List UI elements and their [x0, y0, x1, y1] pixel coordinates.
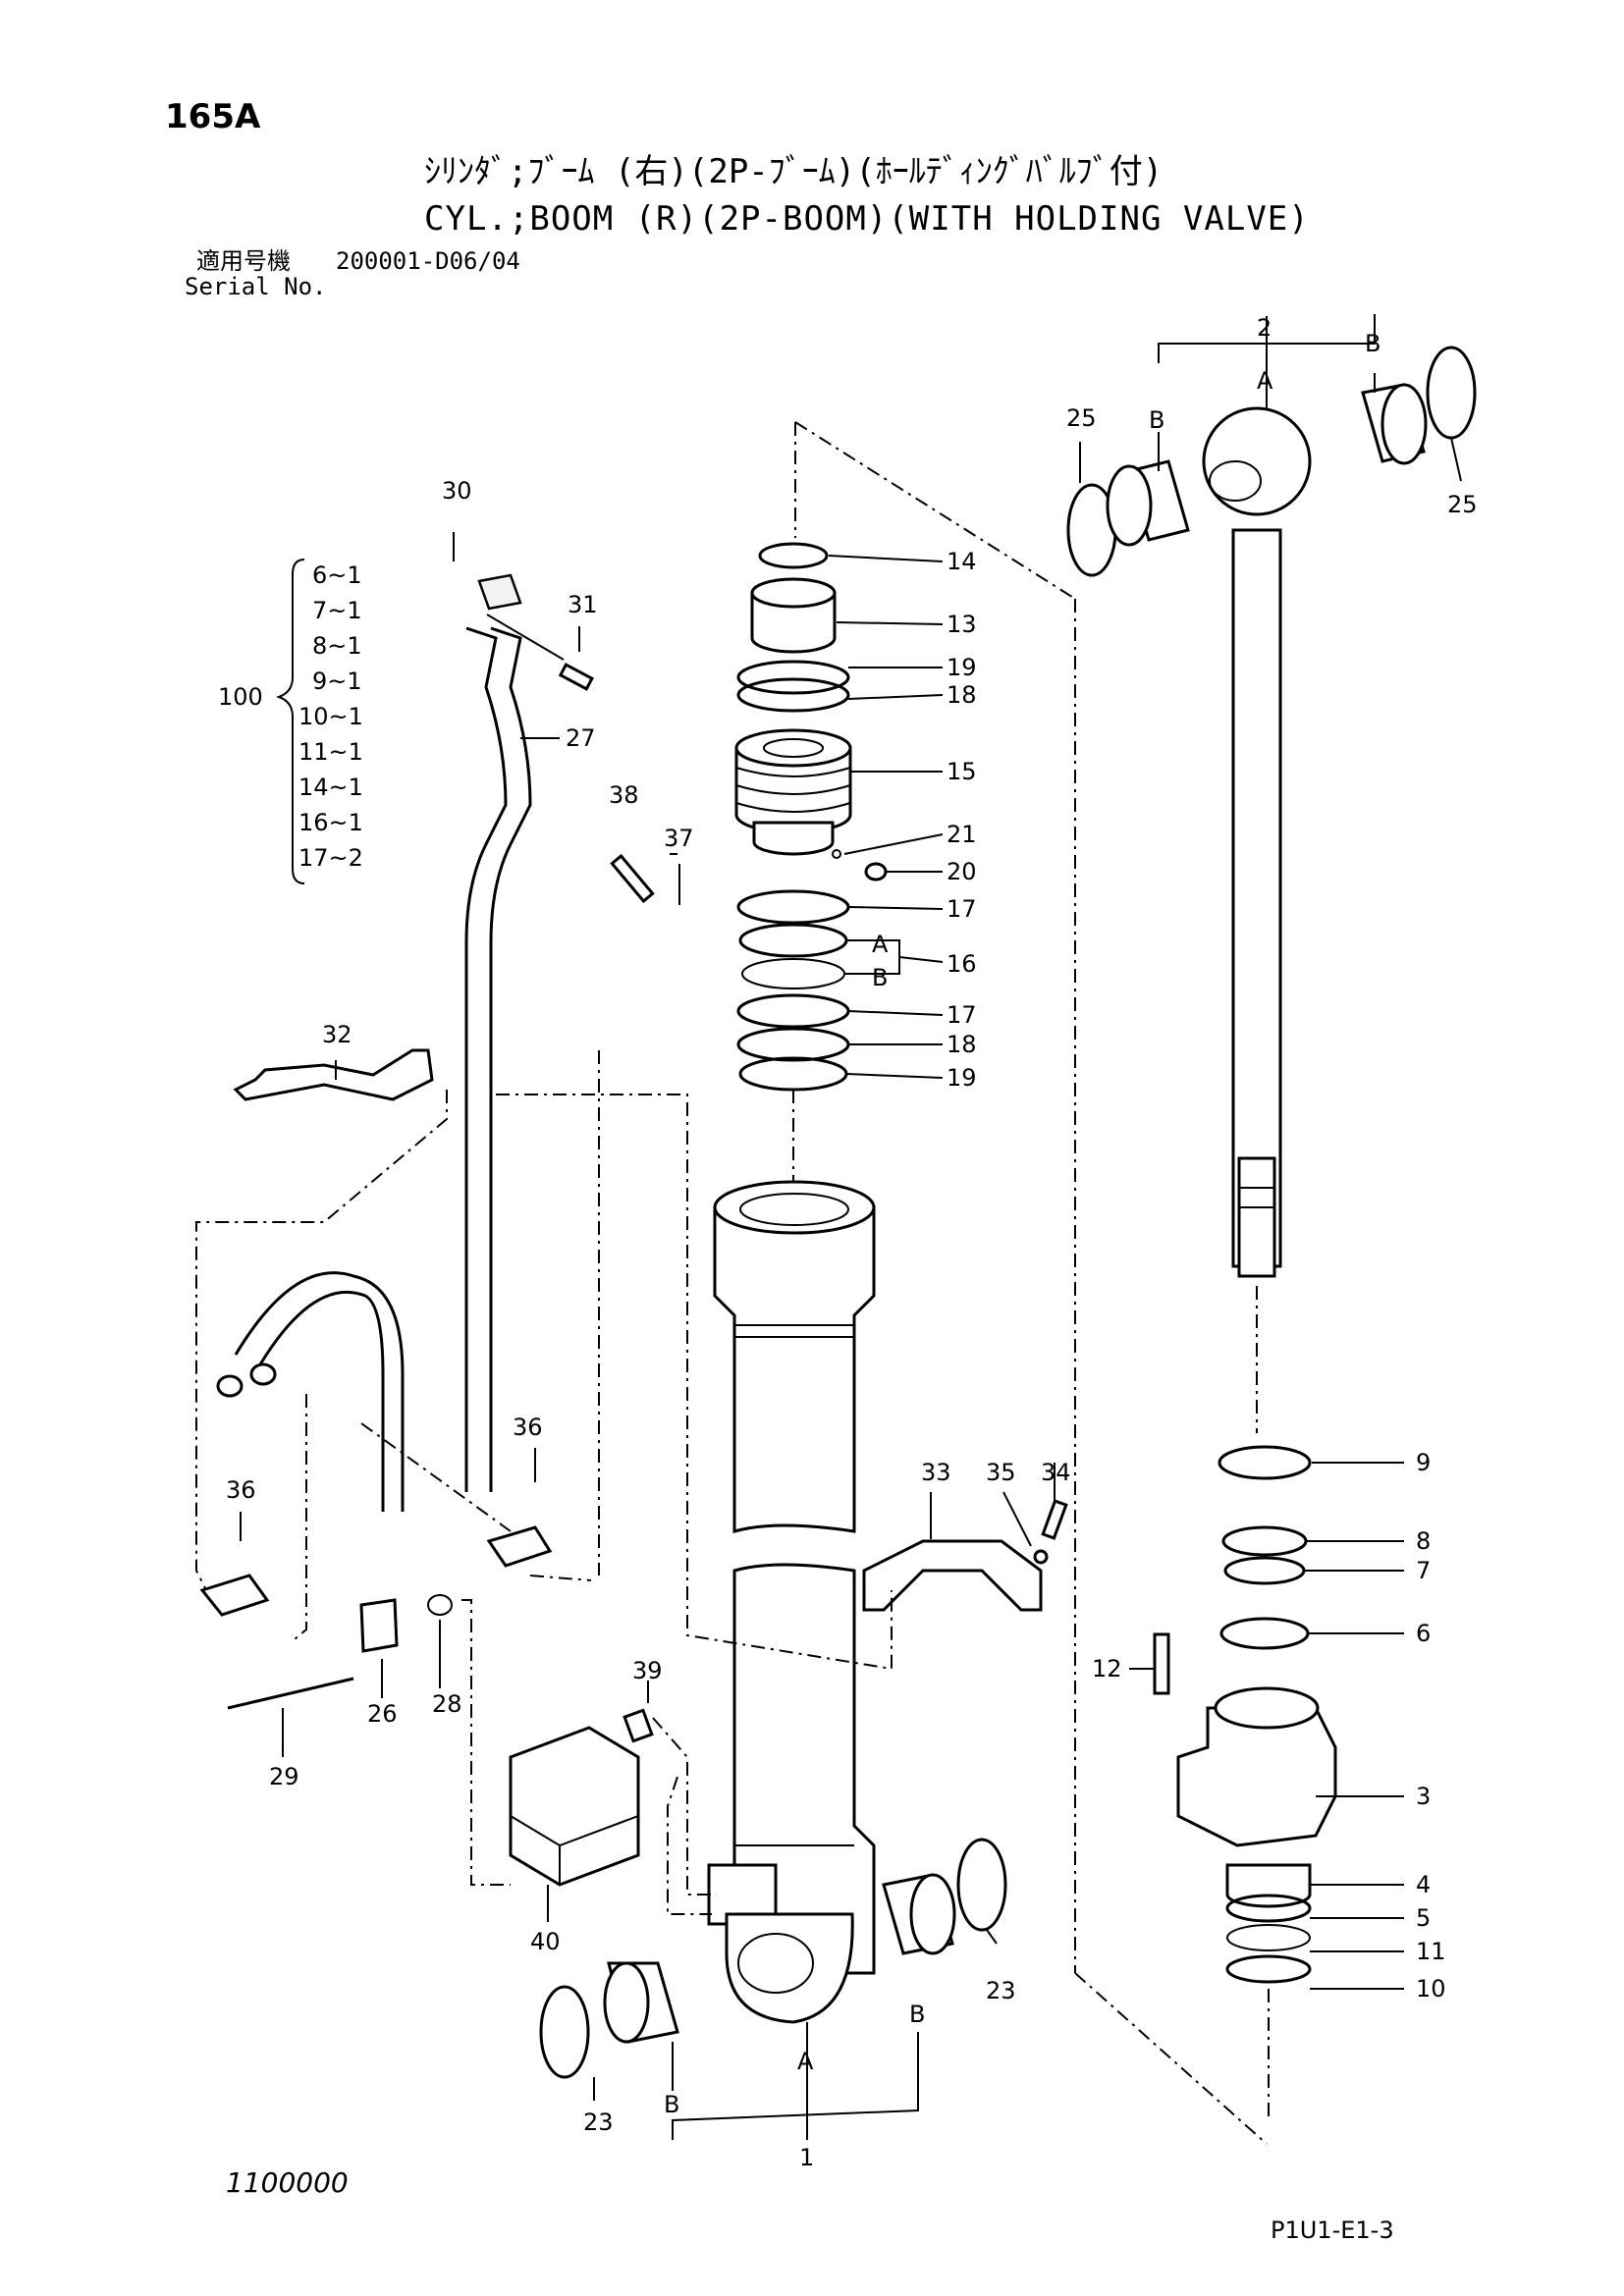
callout-30: 30	[442, 477, 472, 505]
callout-1-b-right: B	[909, 2001, 925, 2028]
callout-17: 17	[947, 1001, 977, 1029]
callout-36: 36	[513, 1414, 543, 1441]
callout-1-a: A	[797, 2048, 814, 2075]
leader-lines	[195, 314, 1462, 2145]
callout-33: 33	[921, 1459, 951, 1486]
callout-18: 18	[947, 681, 977, 709]
kit-number: 100	[218, 683, 263, 711]
callout-25: 25	[1447, 491, 1478, 518]
cylinder-tube	[707, 1180, 876, 2024]
piston-gland-stack	[734, 542, 888, 1217]
sheet-code: P1U1-E1-3	[1271, 2216, 1394, 2244]
callout-labels: 14 13 19 18 15 21 20 17 A B 16 17 18 19 …	[226, 314, 1478, 2171]
callout-19: 19	[947, 1064, 977, 1092]
callout-9: 9	[1416, 1449, 1431, 1476]
serial-label-japanese: 適用号機	[196, 247, 291, 275]
callout-32: 32	[322, 1021, 352, 1048]
callout-7: 7	[1416, 1557, 1431, 1584]
kit-item: 8~1	[312, 632, 362, 660]
serial-label-english: Serial No.	[185, 273, 327, 300]
callout-29: 29	[269, 1763, 299, 1790]
callout-38: 38	[609, 781, 639, 809]
kit-item: 11~1	[298, 738, 363, 766]
callout-12: 12	[1092, 1655, 1122, 1682]
callout-26: 26	[367, 1700, 398, 1728]
callout-27: 27	[566, 724, 596, 752]
callout-37: 37	[664, 825, 694, 852]
kit-item: 16~1	[298, 809, 363, 836]
callout-2-b-left: B	[1149, 406, 1164, 434]
callout-16: 16	[947, 950, 977, 978]
callout-1: 1	[799, 2144, 814, 2171]
callout-40: 40	[530, 1928, 561, 1955]
callout-11: 11	[1416, 1938, 1446, 1965]
callout-28: 28	[432, 1690, 462, 1718]
title-japanese: ｼﾘﾝﾀﾞ;ﾌﾞｰﾑ (右)(2P-ﾌﾞｰﾑ)(ﾎｰﾙﾃﾞｨﾝｸﾞﾊﾞﾙﾌﾞ付)	[424, 152, 1164, 191]
callout-2-b-right: B	[1365, 330, 1380, 357]
callout-1-b-left: B	[664, 2091, 679, 2118]
callout-19: 19	[947, 654, 977, 681]
callout-16-a: A	[872, 931, 889, 958]
callout-25: 25	[1066, 404, 1097, 432]
callout-17: 17	[947, 895, 977, 923]
callout-23: 23	[986, 1977, 1016, 2004]
callout-2: 2	[1257, 314, 1272, 342]
callout-15: 15	[947, 758, 977, 785]
callout-36: 36	[226, 1476, 256, 1504]
drawing-code: 1100000	[226, 2166, 349, 2199]
callout-3: 3	[1416, 1783, 1431, 1810]
kit-item: 14~1	[298, 774, 363, 801]
kit-item: 6~1	[312, 561, 362, 589]
callout-39: 39	[632, 1657, 663, 1684]
kit-item: 17~2	[298, 844, 363, 872]
callout-31: 31	[568, 591, 598, 618]
callout-4: 4	[1416, 1871, 1431, 1898]
callout-16-b: B	[872, 964, 888, 991]
callout-14: 14	[947, 548, 977, 575]
callout-20: 20	[947, 858, 977, 885]
piping-and-brackets	[199, 573, 1068, 1710]
holding-valve	[509, 1708, 654, 1887]
callout-21: 21	[947, 821, 977, 848]
callout-18: 18	[947, 1031, 977, 1058]
callout-10: 10	[1416, 1975, 1446, 2002]
callout-23: 23	[583, 2109, 614, 2136]
kit-100-bracket: 100 6~1 7~1 8~1 9~1 10~1 11~1 14~1 16~1 …	[218, 559, 363, 884]
callout-5: 5	[1416, 1904, 1431, 1932]
serial-number: 200001-D06/04	[336, 247, 520, 275]
title-english: CYL.;BOOM (R)(2P-BOOM)(WITH HOLDING VALV…	[424, 199, 1310, 239]
piston-rod	[1202, 406, 1312, 1433]
cylinder-head-assembly	[1153, 1445, 1337, 2120]
callout-2-a: A	[1257, 367, 1273, 395]
callout-34: 34	[1041, 1459, 1071, 1486]
rod-bushings	[539, 346, 1477, 2079]
callout-8: 8	[1416, 1527, 1431, 1555]
page-number: 165A	[165, 97, 261, 136]
kit-item: 10~1	[298, 703, 363, 730]
callout-13: 13	[947, 611, 977, 638]
callout-6: 6	[1416, 1620, 1431, 1647]
kit-item: 9~1	[312, 667, 362, 695]
kit-item: 7~1	[312, 597, 362, 624]
callout-35: 35	[986, 1459, 1016, 1486]
